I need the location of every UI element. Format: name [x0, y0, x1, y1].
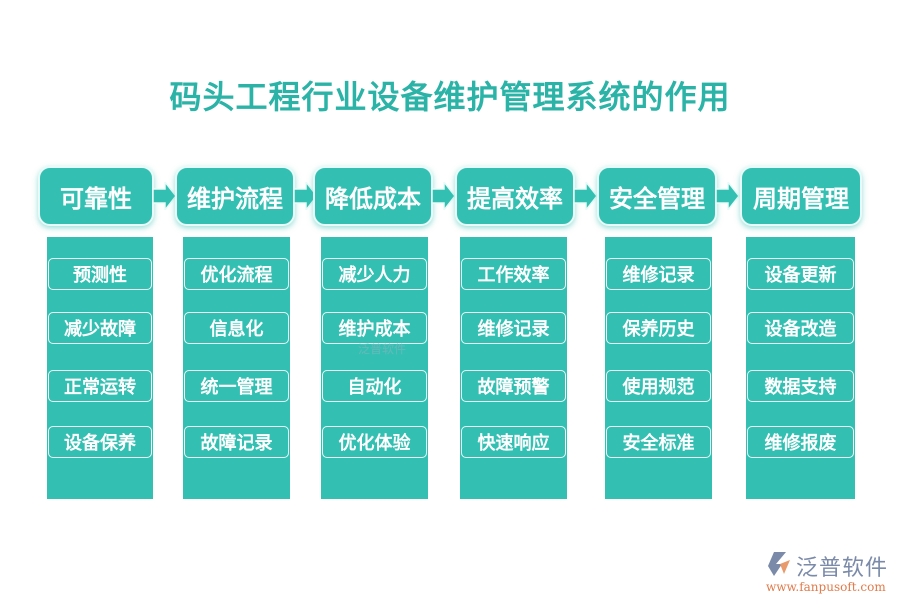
column-header: 提高效率	[455, 166, 575, 226]
list-item: 信息化	[184, 312, 289, 344]
list-item: 自动化	[322, 370, 427, 402]
logo-icon	[768, 552, 790, 576]
page-title: 码头工程行业设备维护管理系统的作用	[169, 78, 731, 116]
column-body: 优化流程信息化统一管理故障记录	[183, 237, 290, 499]
column-header: 周期管理	[740, 166, 862, 226]
list-item: 优化体验	[322, 426, 427, 458]
list-item: 减少故障	[48, 312, 152, 344]
list-item: 设备更新	[747, 258, 854, 290]
list-item: 保养历史	[606, 312, 711, 344]
list-item: 预测性	[48, 258, 152, 290]
list-item: 设备保养	[48, 426, 152, 458]
list-item: 减少人力	[322, 258, 427, 290]
list-item: 故障预警	[461, 370, 566, 402]
column-header: 安全管理	[597, 166, 717, 226]
list-item: 安全标准	[606, 426, 711, 458]
list-item: 维修记录	[461, 312, 566, 344]
watermark: 泛普软件	[358, 342, 407, 356]
list-item: 快速响应	[461, 426, 566, 458]
column-body: 工作效率维修记录故障预警快速响应	[460, 237, 567, 499]
column-body: 预测性减少故障正常运转设备保养	[47, 237, 153, 499]
list-item: 统一管理	[184, 370, 289, 402]
list-item: 维护成本	[322, 312, 427, 344]
column-body: 减少人力维护成本自动化优化体验	[321, 237, 428, 499]
list-item: 设备改造	[747, 312, 854, 344]
list-item: 优化流程	[184, 258, 289, 290]
list-item: 使用规范	[606, 370, 711, 402]
logo-url: www.fanpusoft.com	[766, 580, 886, 594]
column-body: 设备更新设备改造数据支持维修报废	[746, 237, 855, 499]
list-item: 故障记录	[184, 426, 289, 458]
column-header: 维护流程	[175, 166, 295, 226]
column-header: 降低成本	[313, 166, 433, 226]
list-item: 数据支持	[747, 370, 854, 402]
list-item: 工作效率	[461, 258, 566, 290]
column-header: 可靠性	[38, 166, 154, 226]
logo-name: 泛普软件	[796, 556, 889, 581]
list-item: 正常运转	[48, 370, 152, 402]
column-body: 维修记录保养历史使用规范安全标准	[605, 237, 712, 499]
list-item: 维修记录	[606, 258, 711, 290]
list-item: 维修报废	[747, 426, 854, 458]
